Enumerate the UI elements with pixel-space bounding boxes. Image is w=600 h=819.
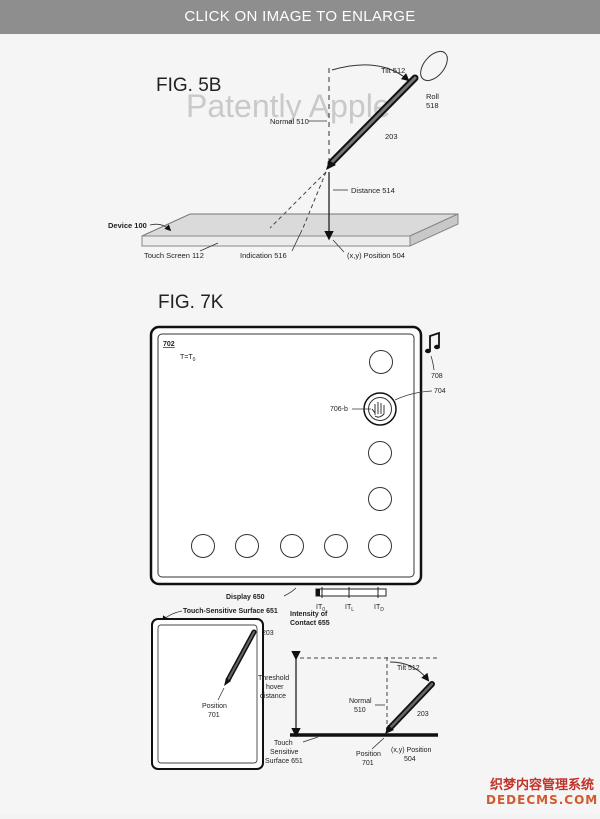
touch-surface-inner [157, 624, 258, 764]
position-leader-top [217, 687, 225, 701]
fig5b-title: FIG. 5B [156, 75, 221, 96]
threshold-label-3: distance [260, 693, 286, 700]
site-name-en: DEDECMS.COM [486, 793, 599, 807]
position-number-top: 701 [208, 712, 220, 719]
app-icon[interactable] [368, 441, 392, 465]
indication-leader [291, 229, 303, 252]
distance-label: Distance 514 [351, 186, 395, 195]
app-icon[interactable] [369, 350, 393, 374]
device-top-surface [141, 213, 459, 237]
music-note-icon [425, 331, 440, 354]
display-leader [283, 587, 297, 597]
side-xy-label: (x,y) Position [391, 747, 432, 754]
itd-label: ITD [374, 604, 384, 613]
fig7k-title: FIG. 7K [158, 292, 224, 313]
patent-drawing: Patently Apple Patently Apple FIG. 5B Ti… [108, 50, 459, 770]
device-label: Device 100 [108, 221, 147, 230]
app-icon[interactable] [368, 487, 392, 511]
hand-ref: 706-b [330, 406, 348, 413]
touch-screen-leader [199, 242, 219, 252]
app-icon[interactable] [368, 534, 392, 558]
normal-number-side: 510 [354, 707, 366, 714]
device-leader [149, 223, 172, 232]
side-xy-number: 504 [404, 756, 416, 763]
position-label-5b: (x,y) Position 504 [347, 251, 405, 260]
threshold-label-1: Threshold [258, 675, 289, 682]
stylus-number-top: 203 [262, 630, 274, 637]
surface-label-1: Touch [274, 740, 293, 747]
time-label: T=T0 [180, 354, 196, 363]
touch-screen-label: Touch Screen 112 [144, 251, 204, 260]
app-icon[interactable] [191, 534, 215, 558]
itl-label: ITL [345, 604, 354, 613]
touch-surface-title: Touch-Sensitive Surface 651 [183, 608, 278, 615]
enlarge-bar[interactable]: CLICK ON IMAGE TO ENLARGE [0, 0, 600, 34]
roll-label: Roll [426, 92, 439, 101]
intensity-label-2: Contact 655 [290, 620, 330, 627]
stylus-7k-top [224, 629, 257, 686]
site-name-cn: 织梦内容管理系统 [489, 778, 594, 793]
it0-label: IT0 [316, 604, 325, 613]
intensity-label-1: Intensity of [290, 611, 328, 618]
normal-label-5b: Normal 510 [270, 117, 309, 126]
screen-ref: 702 [163, 341, 175, 348]
music-leader [430, 355, 435, 371]
roll-ellipse [420, 50, 448, 82]
stylus-7k-side [385, 681, 435, 734]
side-position-label: Position [356, 751, 381, 758]
tilt-label-side: Tilt 512 [397, 665, 420, 672]
normal-label-side: Normal [349, 698, 372, 705]
device-side-edge [409, 213, 459, 247]
tilt-label-5b: Tilt 512 [381, 66, 405, 75]
surface-label-3: Surface 651 [265, 758, 303, 765]
indication-dash-1 [269, 171, 327, 229]
side-position-number: 701 [362, 760, 374, 767]
side-position-leader [371, 737, 385, 750]
stylus-5b [326, 74, 419, 170]
tilt-arc-5b [331, 64, 410, 82]
indication-dash-2 [302, 171, 327, 229]
hand-icon [371, 402, 385, 418]
surface-label-2: Sensitive [270, 749, 299, 756]
app-icon[interactable] [235, 534, 259, 558]
tilt-arc-side [389, 661, 430, 682]
display-screen [157, 333, 415, 578]
device-front-edge [141, 235, 411, 247]
stylus-number-side: 203 [417, 711, 429, 718]
indication-label: Indication 516 [240, 251, 287, 260]
intensity-scale [315, 587, 387, 598]
surface-leader [302, 736, 319, 743]
display-label: Display 650 [226, 594, 265, 601]
position-label-top: Position [202, 703, 227, 710]
music-ref: 708 [431, 373, 443, 380]
highlight-ref: 704 [434, 388, 446, 395]
highlight-leader [394, 390, 433, 401]
enlarge-label: CLICK ON IMAGE TO ENLARGE [184, 8, 416, 25]
position-leader [332, 239, 345, 253]
app-icon[interactable] [324, 534, 348, 558]
app-icon[interactable] [280, 534, 304, 558]
threshold-label-2: hover [266, 684, 284, 691]
site-watermark: 织梦内容管理系统 DEDECMS.COM [486, 774, 599, 808]
roll-number: 518 [426, 101, 439, 110]
stylus-number-5b: 203 [385, 132, 398, 141]
patent-figure-image[interactable]: Patently Apple Patently Apple FIG. 5B Ti… [0, 34, 600, 814]
watermark-top: Patently Apple [186, 88, 391, 124]
